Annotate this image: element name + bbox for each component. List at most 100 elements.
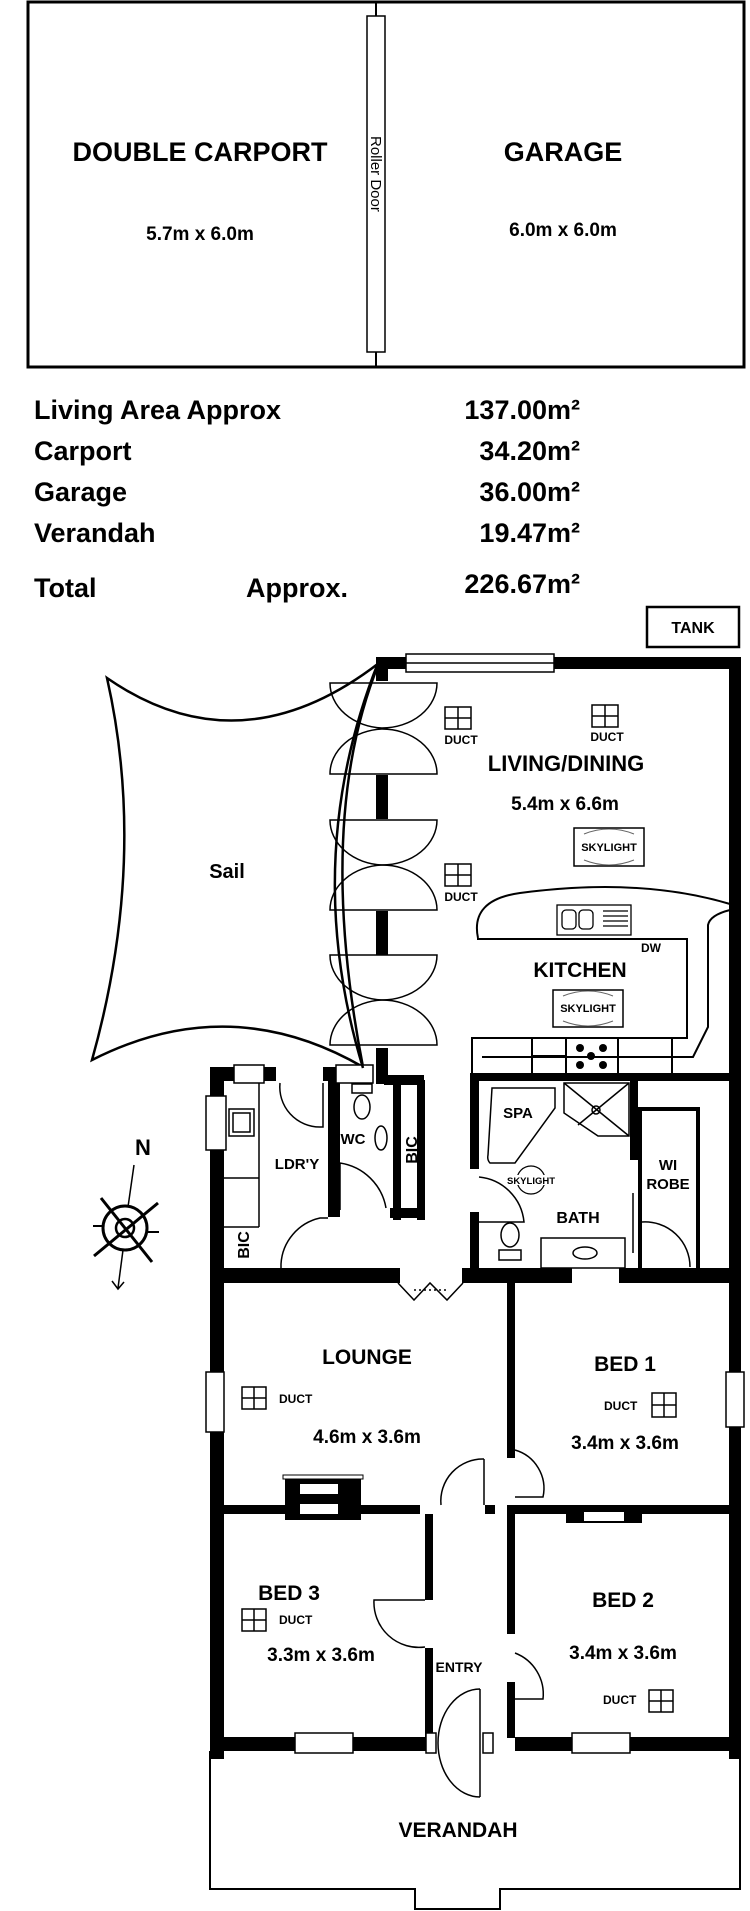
window-entry-right [482, 1732, 494, 1754]
duct-icon [591, 704, 619, 728]
hall-doors[interactable] [440, 1449, 545, 1506]
wc-name: WC [341, 1131, 366, 1148]
window-laundry-side [205, 1095, 227, 1151]
area-value: 137.00m² [464, 395, 580, 425]
duct-labels: DUCT DUCT DUCT DUCT DUCT DUCT DUCT [279, 730, 638, 1707]
area-row: Living Area Approx 137.00m² [34, 395, 594, 436]
skylight-icon: SKYLIGHT [505, 1165, 557, 1195]
compass-icon [93, 1164, 159, 1291]
area-label: Carport [34, 436, 132, 466]
spa-label: SPA [503, 1105, 533, 1122]
entry-label: ENTRY [436, 1659, 484, 1675]
vanity-basin-icon [572, 1246, 598, 1260]
laundry-tub-icon [228, 1108, 255, 1137]
laundry-bic-label: BIC [236, 1231, 253, 1259]
robe-label-line1: WI [659, 1157, 677, 1174]
laundry-name: LDR'Y [275, 1156, 319, 1173]
svg-text:DUCT: DUCT [444, 890, 478, 904]
bed3-size: 3.3m x 3.6m [267, 1645, 375, 1666]
spa-icon [487, 1087, 556, 1164]
fireplaces [282, 1474, 642, 1523]
compass-north-label: N [135, 1135, 151, 1160]
basin-icon [374, 1125, 388, 1151]
windows [205, 653, 745, 1754]
total-qualifier: Approx. [246, 573, 349, 603]
svg-text:DUCT: DUCT [444, 733, 478, 747]
svg-text:DUCT: DUCT [604, 1399, 638, 1413]
dishwasher-label: DW [641, 941, 662, 955]
window-entry-left [425, 1732, 437, 1754]
bed1-size: 3.4m x 3.6m [571, 1433, 679, 1454]
garage-size: 6.0m x 6.0m [509, 220, 617, 241]
window-bed1-side [725, 1371, 745, 1428]
lounge-size: 4.6m x 3.6m [313, 1427, 421, 1448]
svg-text:DUCT: DUCT [279, 1392, 313, 1406]
svg-text:SKYLIGHT: SKYLIGHT [507, 1176, 555, 1187]
robe-label-line2: ROBE [646, 1176, 689, 1193]
carport-garage-outline [26, 0, 746, 369]
window-bed3-front [294, 1732, 354, 1754]
area-row: Garage 36.00m² [34, 477, 594, 518]
toilet-icon [353, 1094, 371, 1120]
skylight-icon: SKYLIGHT [573, 827, 645, 867]
total-value: 226.67m² [464, 569, 580, 599]
svg-text:DUCT: DUCT [603, 1693, 637, 1707]
area-row: Verandah 19.47m² [34, 518, 594, 559]
bath-toilet-icon [500, 1222, 520, 1248]
verandah-label: VERANDAH [398, 1819, 517, 1842]
tank-box [645, 605, 741, 649]
living-dining-size: 5.4m x 6.6m [511, 794, 619, 815]
svg-text:SKYLIGHT: SKYLIGHT [581, 842, 637, 854]
carport-size: 5.7m x 6.0m [146, 224, 254, 245]
carport-name: DOUBLE CARPORT [73, 137, 329, 167]
bath-fixtures [478, 1082, 691, 1269]
duct-icon [444, 706, 472, 730]
area-label: Garage [34, 477, 128, 507]
roller-door[interactable] [366, 15, 386, 353]
tank-label: TANK [671, 620, 715, 637]
area-value: 36.00m² [479, 477, 580, 507]
bifold-door[interactable] [397, 1281, 464, 1302]
duct-icon [241, 1386, 267, 1410]
duct-icon [651, 1392, 677, 1418]
bed3-name: BED 3 [258, 1582, 320, 1605]
duct-icons [241, 704, 677, 1713]
laundry-fixtures [224, 1082, 388, 1268]
svg-text:SKYLIGHT: SKYLIGHT [560, 1003, 616, 1015]
kitchen-bench [471, 886, 731, 1076]
window-laundry-top [233, 1064, 265, 1084]
shower-icon [563, 1082, 630, 1137]
svg-text:DUCT: DUCT [279, 1613, 313, 1627]
living-doors[interactable] [329, 682, 438, 1046]
sail-label: Sail [209, 861, 245, 883]
cooktop-icon [576, 1044, 607, 1069]
window-wc-top [335, 1064, 374, 1084]
kitchen-name: KITCHEN [533, 959, 626, 982]
area-value: 34.20m² [479, 436, 580, 466]
garage-name: GARAGE [504, 137, 623, 167]
area-row: Carport 34.20m² [34, 436, 594, 477]
bath-name: BATH [556, 1210, 599, 1227]
area-total-row: Total Approx. 226.67m² [34, 569, 594, 614]
total-label: Total [34, 573, 97, 603]
window-lounge-side [205, 1371, 225, 1433]
duct-icon [648, 1689, 674, 1713]
verandah-outline [209, 1751, 741, 1910]
entry-doors[interactable] [373, 1599, 545, 1798]
bed2-name: BED 2 [592, 1589, 654, 1612]
area-label: Living Area Approx [34, 395, 282, 425]
svg-text:DUCT: DUCT [590, 730, 624, 744]
duct-icon [241, 1608, 267, 1632]
skylight-icon: SKYLIGHT [552, 989, 624, 1028]
area-summary-table: Living Area Approx 137.00m² Carport 34.2… [34, 395, 594, 614]
area-value: 19.47m² [479, 518, 580, 548]
area-label: Verandah [34, 518, 156, 548]
wc-bic-label: BIC [404, 1136, 421, 1164]
duct-icon [444, 863, 472, 887]
living-dining-name: LIVING/DINING [488, 751, 644, 776]
bed1-name: BED 1 [594, 1353, 656, 1376]
window-bed2-front [571, 1732, 631, 1754]
sail-edge-line [333, 662, 380, 1069]
outbuildings: Roller Door DOUBLE CARPORT 5.7m x 6.0m G… [26, 0, 746, 369]
